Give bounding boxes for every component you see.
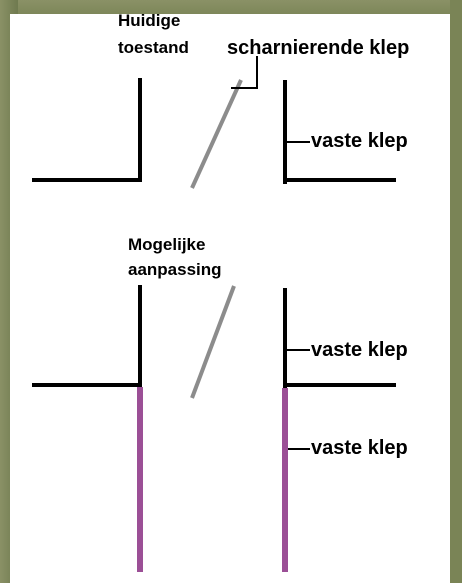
- fixed-valve-label-top: vaste klep: [311, 130, 408, 152]
- hinged-valve-label: scharnierende klep: [227, 37, 409, 59]
- slide-frame-right: [450, 0, 462, 583]
- current-state-label-1: Huidige: [118, 11, 180, 30]
- current-state-diagram: [32, 56, 396, 189]
- hinged-valve-bottom: [190, 285, 236, 399]
- adjustment-diagram: [32, 285, 396, 572]
- possible-adjustment-label-1: Mogelijke: [128, 235, 205, 254]
- fixed-valve-label-mid: vaste klep: [311, 339, 408, 361]
- hinged-valve-top: [190, 79, 243, 189]
- slide-frame-top: [0, 0, 462, 18]
- possible-adjustment-label-2: aanpassing: [128, 260, 222, 279]
- fixed-valve-label-bottom: vaste klep: [311, 437, 408, 459]
- current-state-label-2: toestand: [118, 38, 189, 57]
